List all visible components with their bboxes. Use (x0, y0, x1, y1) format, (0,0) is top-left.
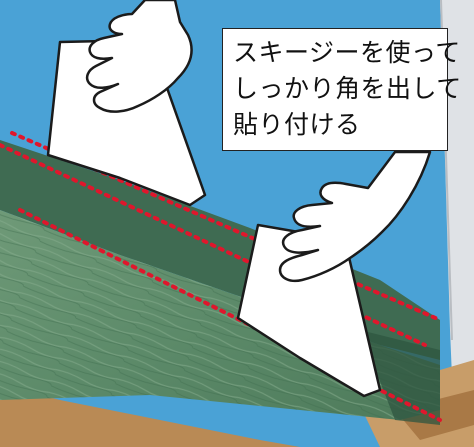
hand-with-squeegee-illustration (236, 150, 432, 398)
floor (0, 385, 300, 447)
callout-line-1: スキージーを使って (233, 38, 461, 67)
instruction-callout: スキージーを使って しっかり角を出して 貼り付ける (222, 28, 462, 151)
hand-with-squeegee-illustration (46, 0, 207, 207)
callout-line-2: しっかり角を出して (233, 74, 462, 103)
wall-corner-strip (440, 0, 474, 447)
callout-line-3: 貼り付ける (233, 110, 361, 139)
